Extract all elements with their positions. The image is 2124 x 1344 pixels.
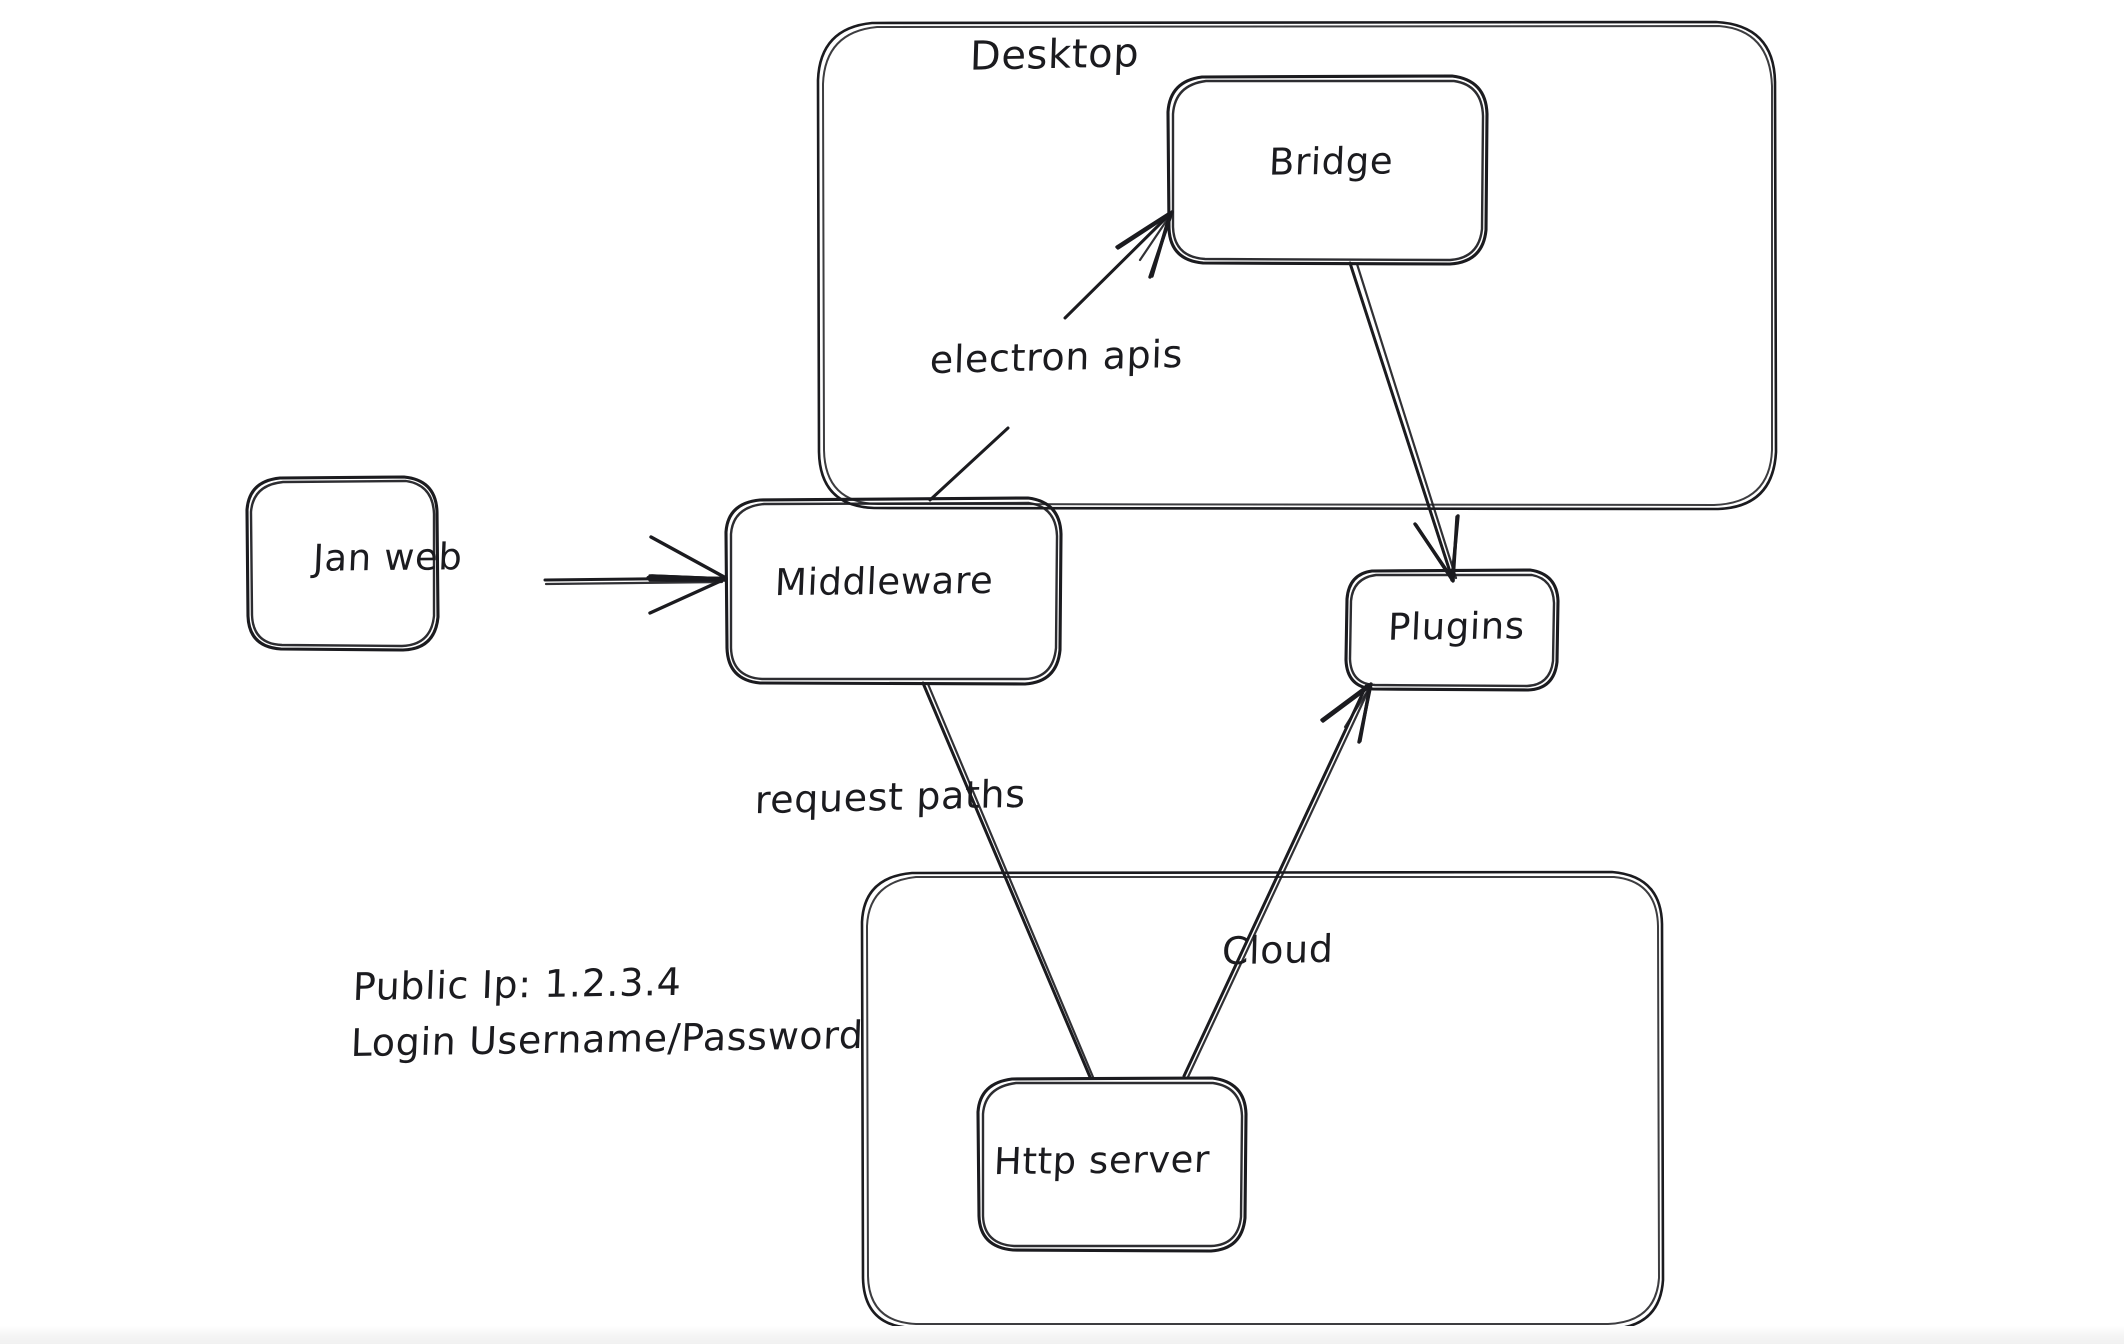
group-label-desktop: Desktop bbox=[969, 30, 1140, 80]
note-login: Login Username/Password bbox=[349, 1012, 865, 1066]
node-label-bridge[interactable]: Bridge bbox=[1268, 139, 1395, 184]
node-label-middleware[interactable]: Middleware bbox=[774, 558, 995, 605]
group-desktop-outline bbox=[816, 20, 1778, 511]
node-label-http-server[interactable]: Http server bbox=[993, 1137, 1211, 1184]
node-http-server-outline bbox=[976, 1076, 1248, 1253]
edge-middleware-to-bridge bbox=[928, 210, 1174, 502]
note-connection-info: Public Ip: 1.2.3.4 Login Username/Passwo… bbox=[350, 951, 867, 1071]
edge-label-request-paths: request paths bbox=[754, 771, 1027, 823]
node-jan-web-outline bbox=[245, 475, 440, 652]
note-public-ip: Public Ip: 1.2.3.4 bbox=[352, 959, 683, 1010]
edge-label-cloud: Cloud bbox=[1221, 926, 1335, 974]
edge-janweb-to-middleware bbox=[543, 535, 728, 615]
node-label-plugins[interactable]: Plugins bbox=[1387, 604, 1526, 649]
edge-middleware-to-http-server bbox=[921, 681, 1095, 1079]
edge-label-electron-apis: electron apis bbox=[929, 331, 1184, 383]
node-plugins-outline bbox=[1344, 568, 1560, 692]
node-middleware-outline bbox=[724, 496, 1063, 686]
edge-bridge-to-plugins bbox=[1348, 261, 1460, 583]
node-label-jan-web[interactable]: Jan web bbox=[312, 535, 464, 580]
node-bridge-outline bbox=[1166, 74, 1489, 266]
edge-http-server-to-plugins bbox=[1182, 682, 1373, 1079]
